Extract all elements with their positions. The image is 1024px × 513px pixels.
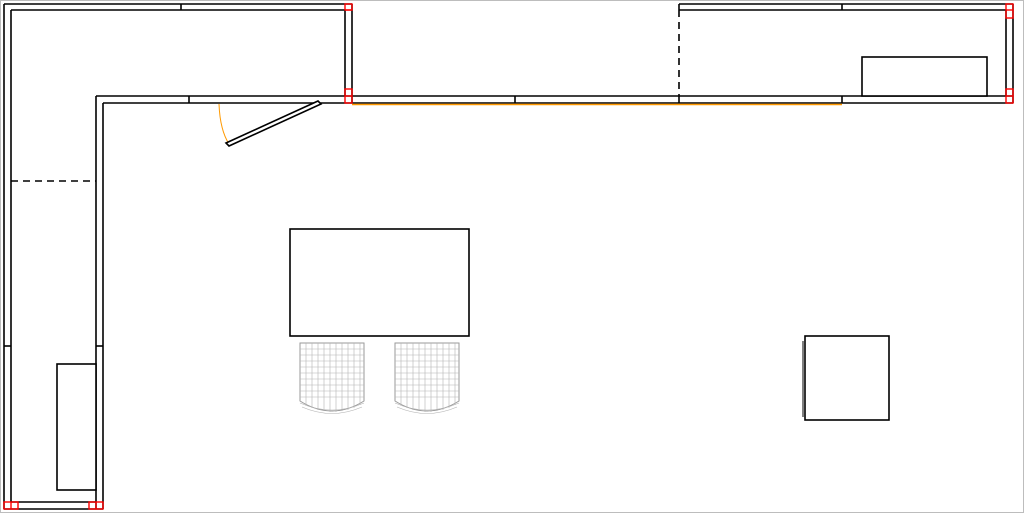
chair-left bbox=[299, 342, 365, 414]
marker bbox=[1005, 3, 1014, 19]
walls bbox=[3, 3, 1014, 510]
door bbox=[218, 100, 323, 147]
wall-counter bbox=[861, 56, 988, 97]
display-box bbox=[804, 335, 890, 421]
furniture bbox=[56, 56, 988, 491]
corner-markers bbox=[3, 3, 1014, 510]
dashed-separators bbox=[11, 10, 680, 182]
side-counter bbox=[56, 363, 97, 491]
center-table bbox=[289, 228, 470, 337]
chair-right bbox=[394, 342, 460, 414]
door-leaf bbox=[224, 100, 323, 147]
